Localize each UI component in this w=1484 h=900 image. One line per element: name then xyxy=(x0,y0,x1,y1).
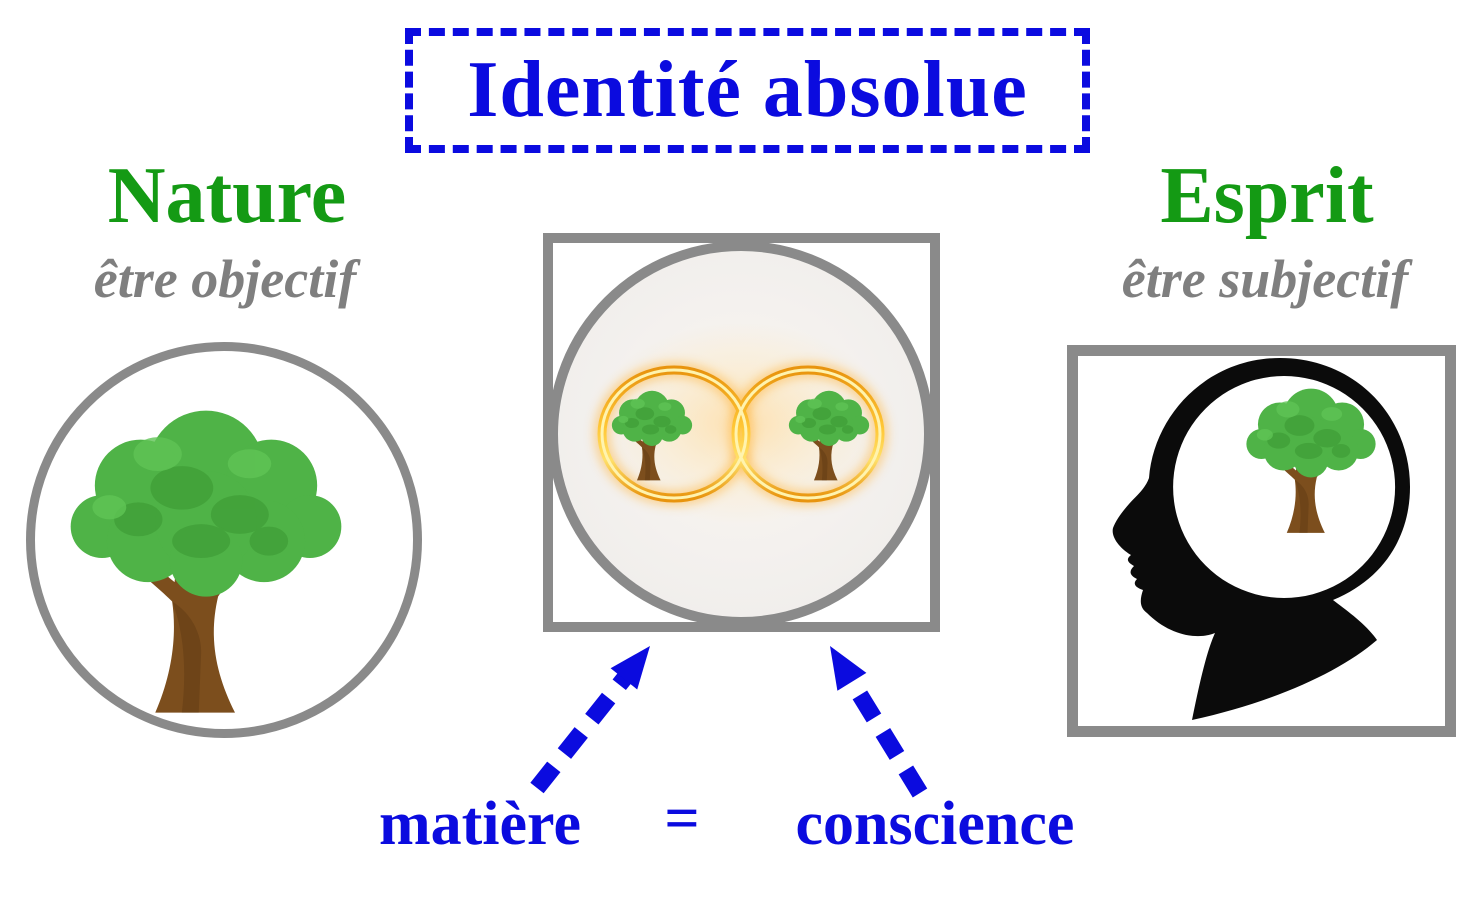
tree-icon xyxy=(61,399,351,717)
esprit-square xyxy=(1067,345,1456,737)
nature-circle xyxy=(26,342,422,738)
equation-lhs: matière xyxy=(379,790,581,858)
nature-heading: Nature xyxy=(107,152,347,240)
infinity-icon xyxy=(553,243,930,622)
equation-rhs: conscience xyxy=(795,790,1075,858)
identity-square xyxy=(543,233,940,632)
esprit-heading: Esprit xyxy=(1160,152,1374,240)
equation-equals: = xyxy=(664,785,700,853)
head-silhouette-icon xyxy=(1112,358,1410,720)
page-title: Identité absolue xyxy=(467,46,1028,134)
esprit-subheading: être subjectif xyxy=(1121,249,1409,309)
dashed-arrow-up-icon xyxy=(530,646,650,794)
tree-icon xyxy=(1246,388,1376,533)
dashed-arrow-up-icon xyxy=(830,646,928,798)
title-box: Identité absolue xyxy=(405,28,1090,153)
nature-subheading: être objectif xyxy=(93,249,357,309)
